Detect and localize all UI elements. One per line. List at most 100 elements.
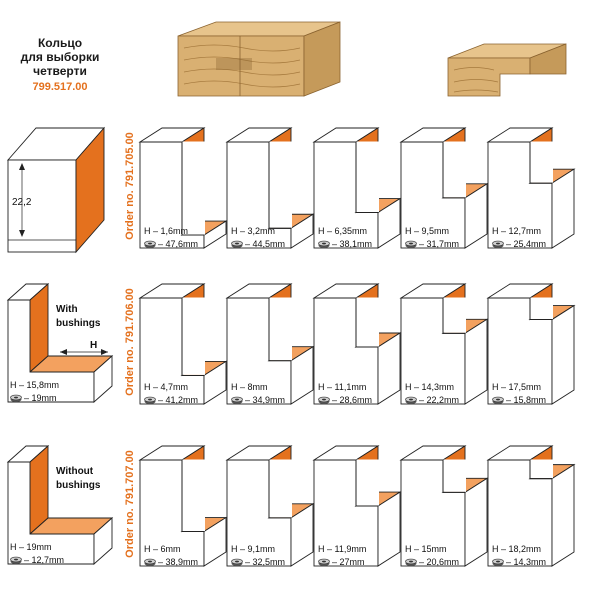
ref-note-line-2: bushings bbox=[56, 318, 101, 329]
block-right-face bbox=[203, 516, 227, 567]
rabbet-edge-front bbox=[529, 298, 552, 321]
profile-diameter-value: – 27mm bbox=[332, 557, 365, 567]
profile-diameter-value: – 25,4mm bbox=[506, 239, 546, 249]
profile-height-value: H – 6mm bbox=[144, 544, 181, 554]
title-line-1: Кольцо bbox=[37, 36, 83, 50]
h-dimension-label: H bbox=[90, 340, 97, 351]
ref-note-line-2: bushings bbox=[56, 480, 101, 491]
profile-height-value: H – 18,2mm bbox=[492, 544, 541, 554]
profile-height-value: H – 17,5mm bbox=[492, 382, 541, 392]
dimension-arrow-bottom bbox=[19, 230, 25, 237]
profile-block: H – 9,1mm – 32,5mm bbox=[225, 445, 315, 567]
profile-diameter-value: – 47,6mm bbox=[158, 239, 198, 249]
block-right-face bbox=[551, 463, 575, 567]
cutaway-mask bbox=[182, 459, 205, 532]
block-right-face bbox=[464, 183, 488, 249]
bushing-icon-hole bbox=[322, 560, 326, 563]
bushing-icon-hole bbox=[496, 398, 500, 401]
cutaway-mask bbox=[269, 297, 292, 361]
profile-block: H – 12,7mm – 25,4mm bbox=[486, 127, 576, 249]
order-number-label: Order no. 791.705.00 bbox=[124, 132, 136, 240]
rabbet-edge-front bbox=[442, 142, 465, 199]
ref-front-face bbox=[7, 159, 77, 253]
block-right-face bbox=[551, 168, 575, 249]
profile-block: H – 17,5mm – 15,8mm bbox=[486, 283, 576, 405]
ref-side-face bbox=[93, 516, 113, 566]
bushing-icon-hole bbox=[322, 242, 326, 245]
rabbet-edge-front bbox=[442, 460, 465, 493]
bushing-icon-hole bbox=[235, 242, 239, 245]
block-right-face bbox=[551, 304, 575, 405]
profile-height-value: H – 9,1mm bbox=[231, 544, 275, 554]
profile-diameter-value: – 41,2mm bbox=[158, 395, 198, 405]
dimension-value: 22,2 bbox=[12, 197, 32, 208]
profile-height-value: H – 15mm bbox=[405, 544, 447, 554]
cutaway-mask bbox=[269, 141, 292, 228]
ref-diameter-value: – 19mm bbox=[24, 393, 57, 403]
profile-block: H – 15mm– 20,6mm bbox=[399, 445, 489, 567]
cutaway-mask bbox=[443, 141, 466, 198]
bushing-icon-hole bbox=[496, 560, 500, 563]
profile-diameter-value: – 32,5mm bbox=[245, 557, 285, 567]
bushing-icon-hole bbox=[409, 560, 413, 563]
profile-height-value: H – 12,7mm bbox=[492, 226, 541, 236]
bushing-icon-hole bbox=[148, 242, 152, 245]
h-arrow-left bbox=[60, 349, 67, 355]
profile-height-value: H – 11,1mm bbox=[318, 382, 366, 392]
title-line-3: четверти bbox=[33, 64, 87, 78]
ref-side-face bbox=[75, 126, 105, 254]
order-number-label: Order no. 791.706.00 bbox=[124, 288, 136, 396]
ref-height-value: H – 19mm bbox=[10, 542, 52, 552]
profile-block: H – 18,2mm– 14,3mm bbox=[486, 445, 576, 567]
profile-diameter-value: – 15,8mm bbox=[506, 395, 546, 405]
rabbet-edge-front bbox=[529, 142, 552, 184]
rabbet-edge-front bbox=[355, 142, 378, 214]
profile-block: H – 1,6mm – 47,6mm bbox=[138, 127, 228, 249]
profile-diameter-value: – 34,9mm bbox=[245, 395, 285, 405]
rabbet-edge-front bbox=[268, 142, 291, 229]
rabbet-edge-front bbox=[442, 298, 465, 334]
profile-diameter-value: – 44,5mm bbox=[245, 239, 285, 249]
cutaway-mask bbox=[530, 297, 553, 320]
rabbet-edge-front bbox=[355, 460, 378, 507]
profile-height-value: H – 6,35mm bbox=[318, 226, 367, 236]
profile-row-3: Order no. 791.707.00 Without bushings H – 1… bbox=[6, 444, 576, 567]
cutaway-mask bbox=[530, 459, 553, 479]
bushing-icon-hole bbox=[322, 398, 326, 401]
bushing-icon-hole bbox=[14, 396, 18, 399]
profile-block: H – 8mm – 34,9mm bbox=[225, 283, 315, 405]
bushing-icon-hole bbox=[409, 398, 413, 401]
profile-block: H – 6,35mm– 38,1mm bbox=[312, 127, 402, 249]
ref-side-face bbox=[93, 354, 113, 404]
profile-block: H – 11,9mm – 27mm bbox=[312, 445, 402, 567]
rabbet-edge-front bbox=[181, 460, 204, 532]
order-number-label: Order no. 791.707.00 bbox=[124, 450, 136, 558]
profile-height-value: H – 8mm bbox=[231, 382, 268, 392]
rabbet-edge-front bbox=[268, 460, 291, 519]
ref-note-line-1: Without bbox=[56, 466, 94, 477]
block-right-face bbox=[377, 332, 401, 405]
block-right-face bbox=[290, 503, 314, 567]
rabbet-edge-front bbox=[355, 298, 378, 348]
block-right-face bbox=[464, 318, 488, 405]
title-line-2: для выборки bbox=[20, 50, 100, 64]
profile-height-value: H – 11,9mm bbox=[318, 544, 366, 554]
profile-height-value: H – 14,3mm bbox=[405, 382, 454, 392]
cutaway-mask bbox=[356, 459, 379, 506]
rabbet-edge-front bbox=[181, 142, 204, 236]
profile-block: H – 6mm– 38,9mm bbox=[138, 445, 228, 567]
cutaway-mask bbox=[269, 459, 292, 518]
profile-block: H – 3,2mm– 44,5mm bbox=[225, 127, 315, 249]
bushing-icon-hole bbox=[409, 242, 413, 245]
cutaway-mask bbox=[443, 297, 466, 333]
profile-diameter-value: – 28,6mm bbox=[332, 395, 372, 405]
rabbet-edge-front bbox=[181, 298, 204, 376]
ref-height-value: H – 15,8mm bbox=[10, 380, 59, 390]
profile-block: H – 9,5mm– 31,7mm bbox=[399, 127, 489, 249]
profile-block: H – 11,1mm – 28,6mm bbox=[312, 283, 402, 405]
profile-height-value: H – 1,6mm bbox=[144, 226, 188, 236]
bushing-icon-hole bbox=[148, 560, 152, 563]
